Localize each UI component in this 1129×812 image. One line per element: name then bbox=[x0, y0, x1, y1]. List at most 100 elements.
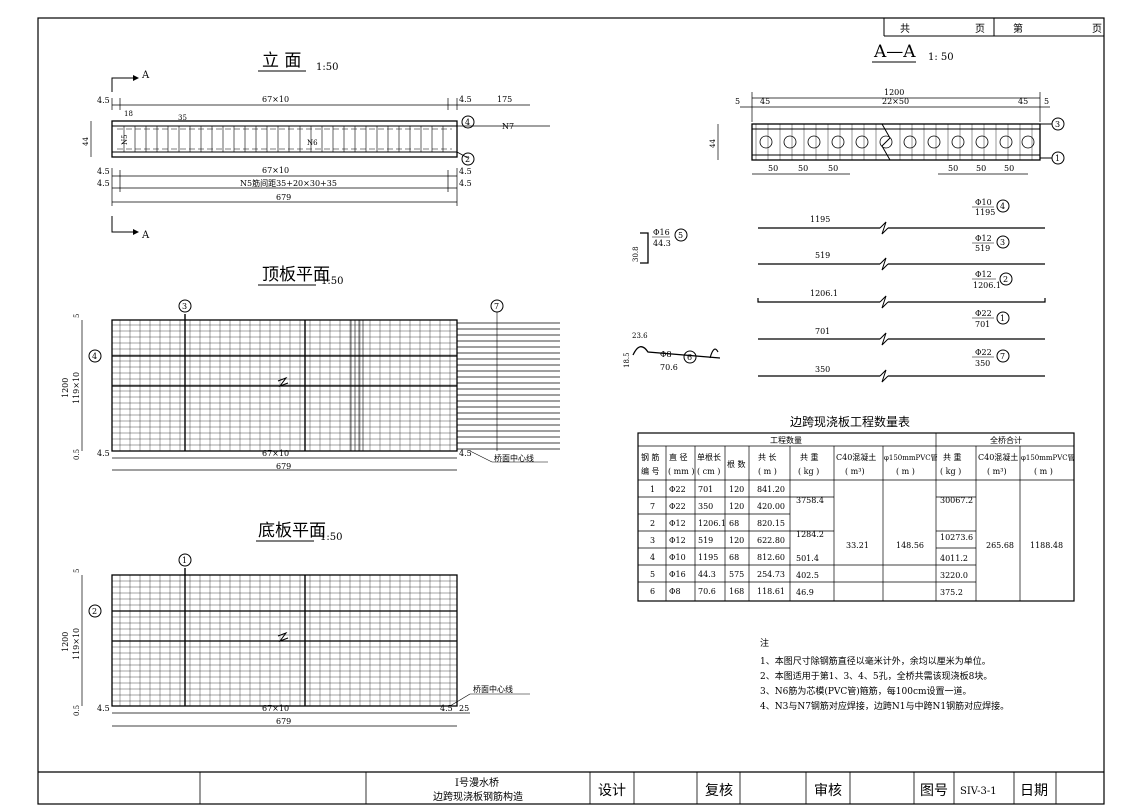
section-mark-top: A bbox=[141, 70, 150, 81]
all-weight-4: 3220.0 bbox=[940, 571, 968, 580]
sec-dim-50-b: 50 bbox=[798, 164, 808, 173]
table-cell-count: 575 bbox=[729, 570, 744, 579]
bar1-no: 1 bbox=[1000, 314, 1005, 323]
sec-dim-total: 1200 bbox=[884, 88, 904, 97]
table-group-1: 工程数量 bbox=[770, 435, 802, 445]
th-no-1: 钢 筋 bbox=[641, 452, 660, 462]
th-eachlen-2: ( cm ) bbox=[697, 467, 720, 476]
drawing-name: 边跨现浇板钢筋构造 bbox=[433, 790, 523, 803]
bar4-len: 1195 bbox=[810, 215, 830, 224]
all-c40: 265.68 bbox=[986, 541, 1014, 550]
elev-dim-total: 679 bbox=[276, 193, 291, 202]
weight-6: 46.9 bbox=[796, 588, 814, 597]
sec-dim-5-right: 5 bbox=[1044, 97, 1049, 106]
table-cell-dia: Φ22 bbox=[669, 485, 686, 494]
table-cell-total_len: 812.60 bbox=[757, 553, 785, 562]
table-cell-dia: Φ12 bbox=[669, 519, 686, 528]
table-cell-count: 68 bbox=[729, 553, 739, 562]
elev-label-n7: N7 bbox=[502, 122, 514, 131]
bar-6-shape: 23.6 18.5 Φ8 70.6 6 bbox=[623, 332, 721, 372]
table-cell-no: 4 bbox=[650, 553, 655, 562]
bar6-len: 70.6 bbox=[660, 363, 678, 372]
th-allc40-2: ( m³) bbox=[987, 467, 1007, 476]
weight-4: 501.4 bbox=[796, 554, 819, 563]
sec-dim-50-d: 50 bbox=[948, 164, 958, 173]
bottom-dim-45-right: 4.5 bbox=[440, 704, 453, 713]
elev-dim-45-b4: 4.5 bbox=[459, 179, 472, 188]
elev-label-n5: N5 bbox=[121, 134, 129, 145]
all-weight-5: 375.2 bbox=[940, 588, 963, 597]
th-allpvc-1: φ150mmPVC管 bbox=[1021, 453, 1075, 462]
bottom-dim-05: 0.5 bbox=[73, 705, 81, 716]
no-label: 第 bbox=[1013, 22, 1023, 35]
weight-5: 402.5 bbox=[796, 571, 819, 580]
table-cell-dia: Φ8 bbox=[669, 587, 681, 596]
bottom-mark-a: 1 bbox=[182, 556, 187, 565]
table-cell-count: 120 bbox=[729, 536, 744, 545]
sec-dim-50-e: 50 bbox=[976, 164, 986, 173]
th-pvc-1: φ150mmPVC管 bbox=[884, 453, 938, 462]
elev-dim-span-top: 67×10 bbox=[262, 95, 289, 104]
bar-2-line: 1206.1 Φ12 1206.1 2 bbox=[757, 270, 1046, 309]
note-3: 3、N6筋为芯模(PVC管)箍筋，每100cm设置一道。 bbox=[760, 685, 972, 697]
bar3-len: 519 bbox=[815, 251, 830, 260]
section-aa-view: A—A 1: 50 1200 5 45 22×50 45 5 44 3 1 bbox=[709, 42, 1065, 175]
check-label: 复核 bbox=[705, 782, 733, 799]
review-label: 审核 bbox=[814, 783, 842, 799]
th-c40-1: C40混凝土 bbox=[836, 452, 876, 462]
th-allpvc-2: ( m ) bbox=[1034, 467, 1053, 476]
bottom-dim-1200: 1200 bbox=[61, 632, 70, 652]
elev-label-n6: N6 bbox=[307, 139, 318, 147]
th-dia-1: 直 径 bbox=[669, 452, 688, 462]
elev-dim-45-right: 4.5 bbox=[459, 95, 472, 104]
bar6-h: 18.5 bbox=[623, 352, 631, 368]
top-plan-title: 顶板平面 bbox=[262, 265, 330, 285]
bar2-spec: Φ12 bbox=[975, 270, 992, 279]
bar6-spec: Φ8 bbox=[660, 350, 672, 359]
elevation-scale: 1:50 bbox=[316, 62, 338, 73]
bar-1-line: 701 Φ22 701 1 bbox=[758, 309, 1045, 346]
bar-4-line: 1195 Φ10 1195 4 bbox=[758, 198, 1045, 235]
table-cell-no: 6 bbox=[650, 587, 655, 596]
bar4-len-tag: 1195 bbox=[975, 208, 995, 217]
th-weight-1: 共 重 bbox=[800, 452, 819, 462]
bar-3-line: 519 Φ12 519 3 bbox=[758, 234, 1045, 271]
bar1-len: 701 bbox=[815, 327, 830, 336]
notes: 注 1、本图尺寸除钢筋直径以毫米计外，余均以厘米为单位。 2、本图适用于第1、3… bbox=[760, 637, 1009, 712]
bar4-no: 4 bbox=[1000, 202, 1005, 211]
th-pvc-2: ( m ) bbox=[896, 467, 915, 476]
page-label: 页 bbox=[975, 23, 985, 35]
table-cell-each_len: 701 bbox=[698, 485, 713, 494]
bottom-dim-total: 679 bbox=[276, 717, 291, 726]
table-title: 边跨现浇板工程数量表 bbox=[790, 414, 910, 429]
th-allc40-1: C40混凝土 bbox=[978, 452, 1018, 462]
table-cell-dia: Φ12 bbox=[669, 536, 686, 545]
th-count: 根 数 bbox=[727, 459, 746, 469]
page-count-box: 共 页 第 页 bbox=[883, 18, 1104, 37]
bar7-no: 7 bbox=[1000, 352, 1005, 361]
table-cell-total_len: 841.20 bbox=[757, 485, 785, 494]
table-cell-count: 120 bbox=[729, 502, 744, 511]
th-totallen-1: 共 长 bbox=[758, 452, 777, 462]
elev-dim-45-b2: 4.5 bbox=[459, 167, 472, 176]
table-cell-no: 1 bbox=[650, 485, 655, 494]
bar6-a: 23.6 bbox=[632, 332, 648, 340]
bar5-len: 44.3 bbox=[653, 239, 671, 248]
bar4-spec: Φ10 bbox=[975, 198, 992, 207]
bar7-len-tag: 350 bbox=[975, 359, 990, 368]
elev-dim-span-mid: 67×10 bbox=[262, 166, 289, 175]
all-pvc: 1188.48 bbox=[1030, 541, 1063, 550]
bottom-plan-scale: 1:50 bbox=[320, 532, 342, 543]
bar7-len: 350 bbox=[815, 365, 830, 374]
bar-list: 1195 Φ10 1195 4 519 Φ12 519 3 1206.1 Φ12… bbox=[757, 198, 1046, 383]
all-weight-1: 30067.2 bbox=[940, 496, 973, 505]
th-allweight-2: ( kg ) bbox=[940, 467, 961, 476]
bar5-no: 5 bbox=[678, 231, 683, 240]
top-mark-a: 3 bbox=[182, 302, 187, 311]
bottom-dim-span-h: 67×10 bbox=[262, 704, 289, 713]
table-cell-each_len: 1195 bbox=[698, 553, 718, 562]
sec-dim-45-right: 45 bbox=[1018, 97, 1028, 106]
note-2: 2、本图适用于第1、3、4、5孔，全桥共需该现浇板8块。 bbox=[760, 670, 992, 682]
table-cell-no: 3 bbox=[650, 536, 655, 545]
